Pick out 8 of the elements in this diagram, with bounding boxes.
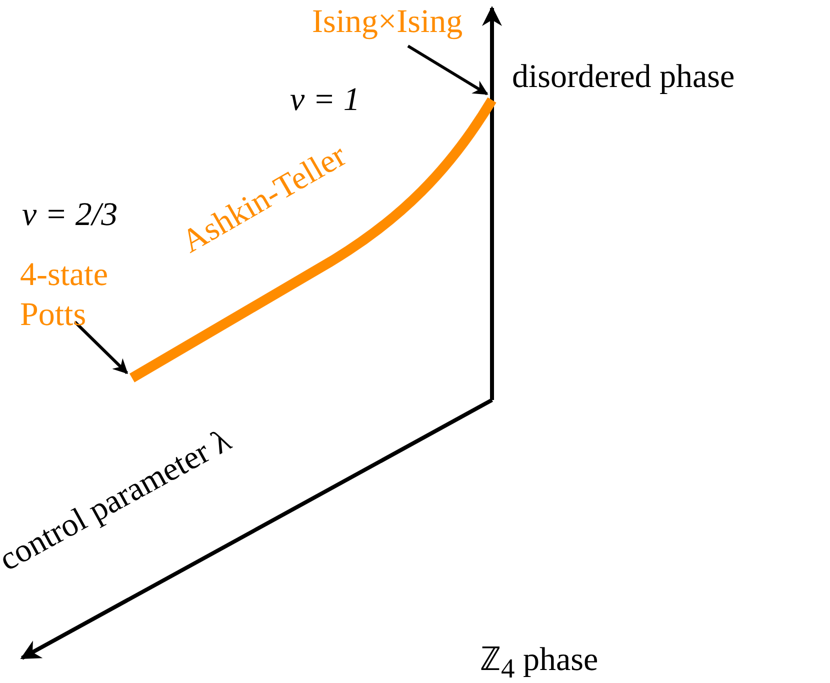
- exponent-label: ν = 1: [290, 81, 360, 120]
- region-label: ℤ$_{4}$ phase: [480, 641, 598, 683]
- leader-line: [74, 320, 128, 374]
- leader-line: [407, 44, 488, 96]
- exponent-label: ν = 2/3: [22, 196, 118, 235]
- phase-point-label: 4-state Potts: [20, 255, 150, 335]
- phase-point-label: Ising×Ising: [312, 2, 463, 42]
- region-label: disordered phase: [512, 58, 735, 97]
